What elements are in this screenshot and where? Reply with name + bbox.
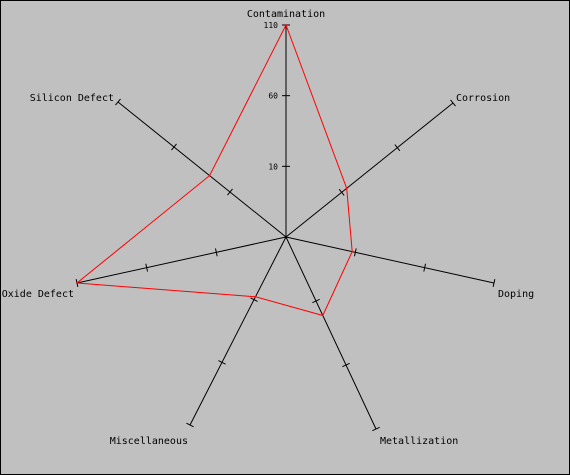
axis-tick [423,263,427,272]
axis-tick [372,426,380,432]
radial-tick-label: 10 [268,162,278,171]
axis-tick [186,422,194,428]
axis-line [285,102,454,238]
axis-line [117,101,287,238]
series-point [285,24,287,26]
axis-tick [171,143,177,151]
axis-tick [250,297,258,302]
axis-tick [338,188,345,196]
axis-label: Contamination [247,9,325,20]
axis-tick [353,248,357,257]
axis-label: Doping [498,289,534,300]
radial-tick-label: 110 [264,21,279,30]
axis-tick [145,263,149,272]
series-point [208,174,211,177]
axis-tick [342,362,350,368]
axis-tick [227,188,233,196]
series-point [345,187,348,190]
axis-label: Corrosion [456,93,510,104]
axis-tick [115,98,121,106]
axis-label: Metallization [380,436,458,447]
series-point [351,250,354,253]
axis-label: Miscellaneous [110,436,188,447]
series-polygon [75,23,353,317]
axis-tick [450,99,456,107]
series-point [254,296,257,298]
axis-label: Silicon Defect [30,93,114,104]
radial-tick-label: 60 [268,92,278,101]
axis-line [285,236,495,284]
series-point [76,282,78,284]
axis-tick [214,248,218,257]
axis-tick [492,278,496,288]
axis-line [76,236,287,284]
series-point [322,314,324,317]
axis-label: Oxide Defect [2,289,74,300]
axis-line [189,236,287,426]
axis-line [285,236,377,430]
axis-tick [394,144,401,152]
axis-tick [218,360,226,365]
axis-tick [312,298,320,304]
